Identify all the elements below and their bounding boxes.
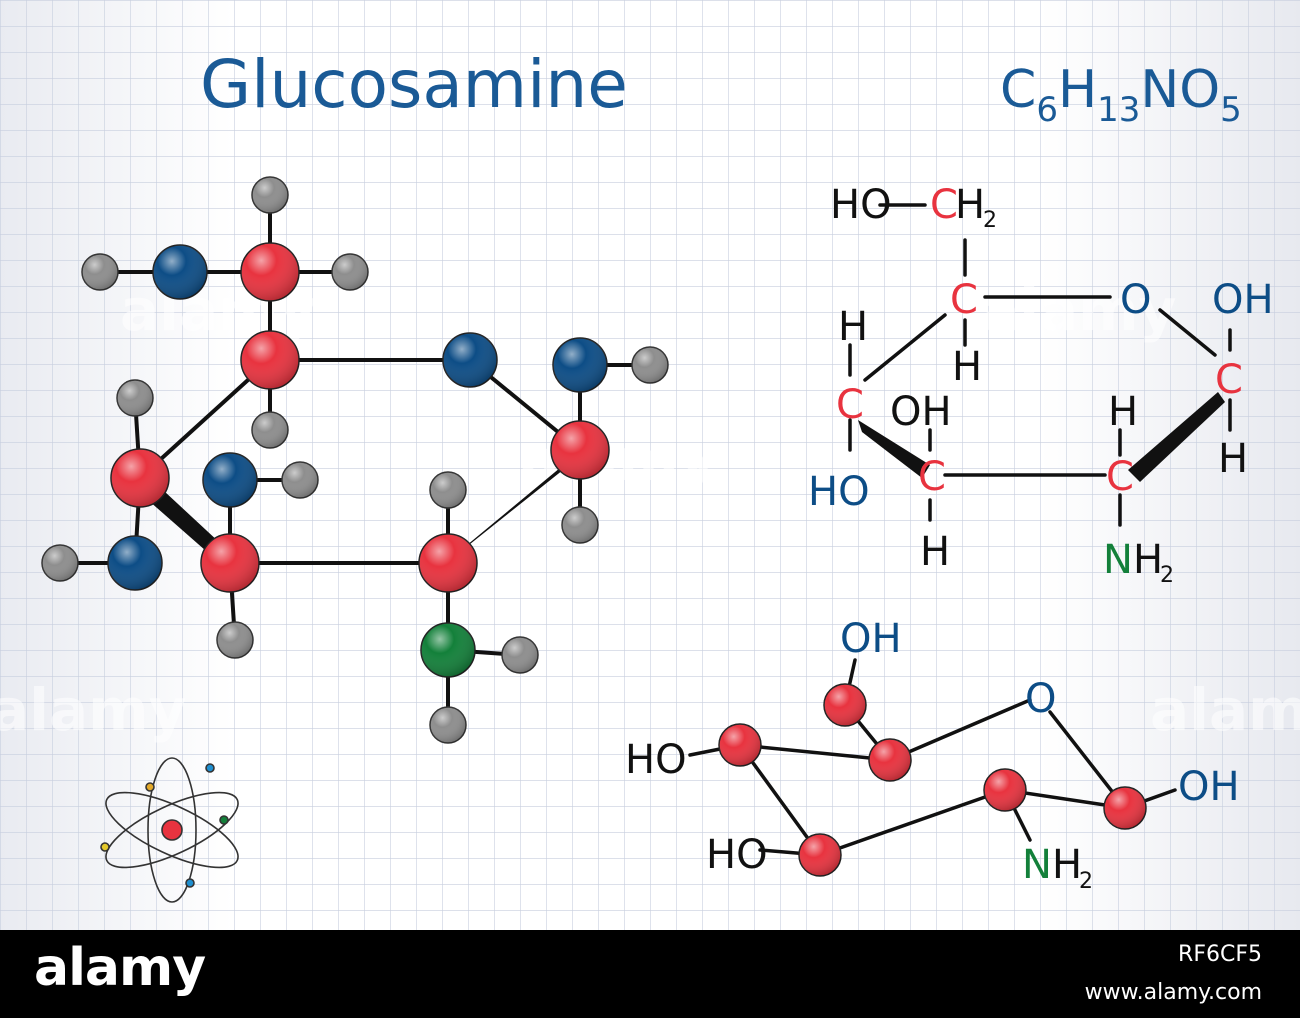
- footer-url-label: www.alamy.com: [1084, 980, 1262, 1005]
- chair-ho-bottom-label: HO: [706, 832, 768, 878]
- atom-icon: [100, 757, 239, 903]
- chair-ho-left-label: HO: [625, 737, 687, 783]
- footer-bar: alamy RF6CF5 www.alamy.com: [0, 930, 1300, 1018]
- h-label: H: [838, 304, 868, 350]
- carbon-label: C: [918, 454, 946, 500]
- image-id-label: RF6CF5: [1178, 942, 1262, 967]
- carbon-label: C: [836, 382, 864, 428]
- ring-oxygen-label: O: [1120, 277, 1151, 323]
- carbon-label: C: [950, 277, 978, 323]
- watermark: alamy: [1150, 676, 1300, 744]
- watermark: alamy: [0, 676, 186, 744]
- oh-mid-label: OH: [890, 389, 952, 435]
- ch2-h-label: H: [955, 182, 985, 228]
- carbon-label: C: [1106, 454, 1134, 500]
- chair-oh-top-label: OH: [840, 616, 902, 662]
- footer-logo: alamy: [34, 938, 206, 998]
- nh2-h-label: H: [1133, 537, 1163, 583]
- skeletal-formula: HO C H 2 O OH C H C H H C OH HO C H H C …: [808, 182, 1274, 588]
- ball-and-stick-model: [41, 176, 669, 744]
- chair-nh2-h-label: H: [1052, 842, 1082, 888]
- page-title: Glucosamine: [200, 46, 628, 123]
- h-label: H: [1218, 436, 1248, 482]
- carbon-label: C: [1215, 357, 1243, 403]
- chair-ring-oxygen-label: O: [1025, 676, 1056, 722]
- ch2-subscript: 2: [983, 208, 997, 233]
- ho-top-label: HO: [830, 182, 892, 228]
- h-label: H: [952, 344, 982, 390]
- h-label: H: [920, 529, 950, 575]
- nh2-subscript: 2: [1160, 563, 1174, 588]
- chair-conformation: OH O HO OH HO N H 2: [625, 616, 1240, 894]
- ch2-carbon-label: C: [930, 182, 958, 228]
- molecular-formula: C6H13NO5: [1000, 60, 1242, 130]
- ho-left-label: HO: [808, 469, 870, 515]
- chair-oh-right-label: OH: [1178, 764, 1240, 810]
- chair-nh2-n-label: N: [1022, 842, 1052, 888]
- oh-right-label: OH: [1212, 277, 1274, 323]
- h-label: H: [1108, 389, 1138, 435]
- watermark-group: alamy alamy alamy alamy alamy: [0, 276, 1300, 744]
- graph-paper-sheet: alamy alamy alamy alamy alamy Glucosamin…: [0, 0, 1300, 930]
- nh2-n-label: N: [1103, 537, 1133, 583]
- chair-nh2-subscript: 2: [1079, 869, 1093, 894]
- watermark: alamy: [520, 426, 716, 494]
- watermark: alamy: [980, 276, 1176, 344]
